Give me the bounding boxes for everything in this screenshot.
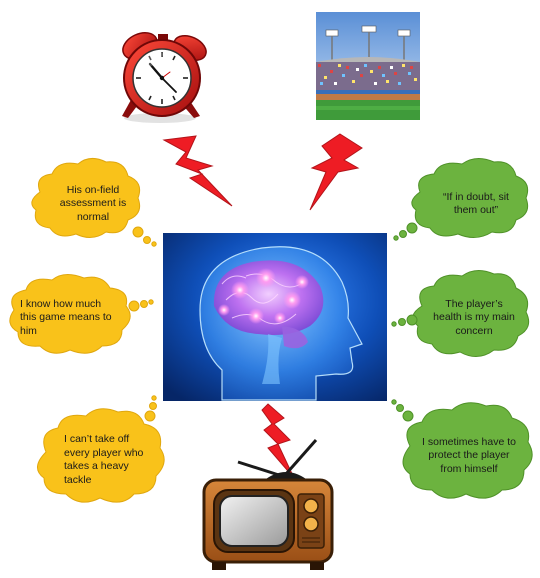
- thought-text-left-1: His on-field assessment is normal: [59, 183, 127, 223]
- lightning-bolt-icon: [309, 133, 363, 211]
- television-icon: [202, 439, 334, 570]
- thought-text-right-2: The player’s health is my main concern: [433, 297, 515, 337]
- thought-bubble-right-2: [391, 270, 530, 357]
- brain-head-icon: [163, 233, 387, 401]
- alarm-clock-icon: [122, 31, 207, 123]
- thought-bubble-right-3: [391, 399, 533, 499]
- stadium-icon: [316, 12, 420, 120]
- thought-bubble-right-1: [393, 158, 529, 241]
- lightning-bolt-icon: [261, 403, 295, 479]
- thought-bubble-left-3: [37, 395, 165, 503]
- thought-text-left-2: I know how much this game means to him: [20, 297, 112, 337]
- thought-text-left-3: I can’t take off every player who takes …: [64, 433, 144, 486]
- thought-text-right-1: “If in doubt, sit them out”: [443, 190, 509, 217]
- thought-text-right-3: I sometimes have to protect the player f…: [422, 435, 516, 475]
- thought-bubble-left-1: [31, 158, 157, 247]
- thought-bubble-left-2: [9, 274, 154, 354]
- lightning-bolt-icon: [162, 135, 233, 207]
